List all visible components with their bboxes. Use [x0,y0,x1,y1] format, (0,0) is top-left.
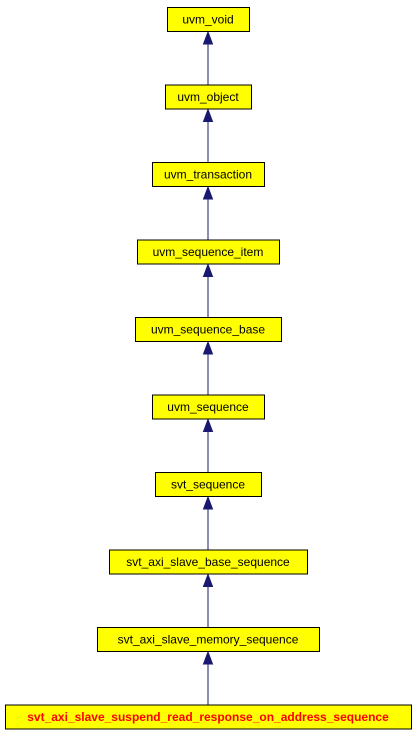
class-node-uvm-void[interactable]: uvm_void [167,7,250,32]
class-nodes: uvm_void uvm_object uvm_transaction uvm_seq… [5,7,412,730]
edge-arrowhead [202,495,214,510]
class-node-box [109,549,308,575]
edge-arrowhead [202,650,214,665]
edge-svt-sequence-to-uvm-sequence [202,418,214,472]
edge-uvm-sequence-to-uvm-sequence-base [202,340,214,395]
class-node-label: uvm_sequence_base [151,323,265,337]
class-node-label: svt_sequence [171,478,245,492]
class-node-uvm-sequence-item[interactable]: uvm_sequence_item [137,239,280,265]
class-node-svt-axi-slave-memory-sequence[interactable]: svt_axi_slave_memory_sequence [97,627,320,652]
class-node-label: uvm_sequence_item [153,245,264,259]
class-node-svt-axi-slave-base-sequence[interactable]: svt_axi_slave_base_sequence [109,549,308,575]
edge-arrowhead [202,263,214,277]
edge-uvm-sequence-item-to-uvm-transaction [202,185,214,240]
class-node-svt-sequence[interactable]: svt_sequence [155,472,262,497]
class-node-label: uvm_object [177,90,239,104]
class-node-box [5,704,412,730]
class-node-uvm-sequence-base[interactable]: uvm_sequence_base [135,317,282,342]
edge-uvm-object-to-uvm-void [202,30,214,85]
class-node-box [152,162,265,187]
class-node-label: svt_axi_slave_suspend_read_response_on_a… [27,710,389,724]
class-node-label: svt_axi_slave_base_sequence [126,555,290,569]
class-node-box [155,472,262,497]
class-node-svt-axi-slave-suspend-read-response-on-address-sequence[interactable]: svt_axi_slave_suspend_read_response_on_a… [5,704,412,730]
edge-svt-axi-slave-suspend-read-response-on-address-sequence-to-svt-axi-slave-memory-sequence [202,650,214,705]
edge-arrowhead [202,340,214,355]
class-node-label: uvm_void [182,13,233,27]
class-node-uvm-sequence[interactable]: uvm_sequence [152,394,265,420]
class-node-box [97,627,320,652]
edge-uvm-sequence-base-to-uvm-sequence-item [202,263,214,317]
class-node-box [152,394,265,420]
class-node-label: uvm_sequence [167,400,249,414]
class-node-box [165,84,252,110]
edge-svt-axi-slave-memory-sequence-to-svt-axi-slave-base-sequence [202,573,214,627]
edge-arrowhead [202,185,214,200]
class-node-box [137,239,280,265]
edge-arrowhead [202,418,214,432]
edge-uvm-transaction-to-uvm-object [202,108,214,162]
edge-arrowhead [202,108,214,122]
edge-arrowhead [202,30,214,45]
inheritance-edges [202,30,214,705]
edge-arrowhead [202,573,214,587]
class-node-box [135,317,282,342]
class-node-uvm-transaction[interactable]: uvm_transaction [152,162,265,187]
class-node-box [167,7,250,32]
class-node-uvm-object[interactable]: uvm_object [165,84,252,110]
edge-svt-axi-slave-base-sequence-to-svt-sequence [202,495,214,550]
class-node-label: uvm_transaction [164,168,252,182]
class-node-label: svt_axi_slave_memory_sequence [118,633,299,647]
